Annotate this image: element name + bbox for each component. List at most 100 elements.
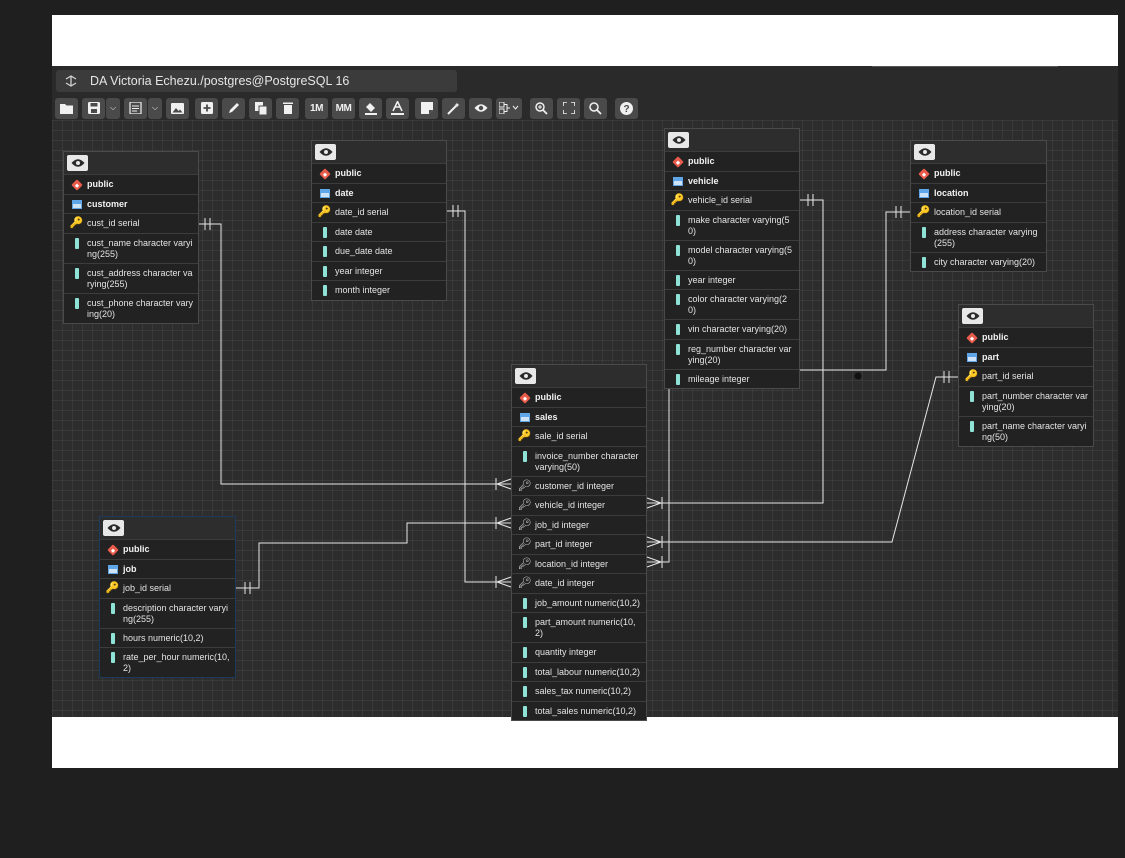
column-year: year integer xyxy=(688,274,736,285)
zoom-in-icon xyxy=(535,101,548,115)
show-details-button[interactable] xyxy=(469,97,492,119)
one-to-many-button[interactable]: 1M xyxy=(305,97,328,119)
column-make: make character varying(50) xyxy=(688,214,790,236)
text-color-button[interactable] xyxy=(386,97,409,119)
eye-icon[interactable] xyxy=(914,144,935,160)
foreign-key-icon: 🔑︎ xyxy=(517,518,532,531)
foreign-key-icon: 🔑︎ xyxy=(517,479,532,492)
generate-sql-button[interactable] xyxy=(124,97,147,119)
text-color-icon xyxy=(391,101,404,115)
relationship-customer-sales[interactable] xyxy=(199,218,512,490)
svg-text:?: ? xyxy=(623,104,629,115)
column-description: description character varying(255) xyxy=(123,602,229,624)
magic-wand-icon xyxy=(447,102,460,115)
add-table-button[interactable] xyxy=(195,97,218,119)
download-image-button[interactable] xyxy=(166,97,189,119)
eye-icon xyxy=(474,103,488,113)
column-address: address character varying(255) xyxy=(934,226,1038,248)
eye-icon[interactable] xyxy=(67,155,88,171)
column-icon xyxy=(318,285,331,296)
entity-location[interactable]: public location 🔑location_id serial addr… xyxy=(910,140,1047,272)
note-icon xyxy=(420,102,433,114)
eye-icon[interactable] xyxy=(515,368,536,384)
key-icon: 🔑 xyxy=(916,206,931,218)
add-note-button[interactable] xyxy=(415,97,438,119)
column-part-id: part_id integer xyxy=(535,539,593,549)
column-total-labour: total_labour numeric(10,2) xyxy=(535,666,641,677)
relationship-date-sales[interactable] xyxy=(447,205,512,588)
column-icon xyxy=(70,267,83,279)
notation-icon xyxy=(499,102,519,114)
auto-align-button[interactable] xyxy=(442,97,465,119)
drop-table-button[interactable] xyxy=(276,97,299,119)
column-job-id: job_id serial xyxy=(123,583,172,593)
many-to-many-label: MM xyxy=(335,102,352,114)
open-file-button[interactable] xyxy=(55,97,78,119)
column-job-amount: job_amount numeric(10,2) xyxy=(535,597,641,608)
column-icon xyxy=(917,256,930,268)
save-button[interactable] xyxy=(82,97,105,119)
schema-name: public xyxy=(335,168,362,178)
eye-icon[interactable] xyxy=(668,132,689,148)
table-icon xyxy=(70,199,83,210)
column-icon xyxy=(518,647,531,658)
entity-date[interactable]: public date 🔑date_id serial date date du… xyxy=(311,140,447,301)
table-icon xyxy=(917,188,930,199)
table-name: job xyxy=(123,563,137,574)
save-options-dropdown[interactable]: ⌵ xyxy=(106,97,120,119)
fill-color-button[interactable] xyxy=(359,97,382,119)
column-icon xyxy=(671,244,684,256)
column-due-date: due_date date xyxy=(335,246,393,256)
schema-icon xyxy=(70,178,83,191)
column-cust-name: cust_name character varying(255) xyxy=(87,237,193,259)
column-city: city character varying(20) xyxy=(934,256,1036,267)
foreign-key-icon: 🔑︎ xyxy=(517,499,532,511)
column-customer-id: customer_id integer xyxy=(535,480,615,491)
zoom-in-button[interactable] xyxy=(530,97,553,119)
table-name: customer xyxy=(87,198,128,209)
export-options-dropdown[interactable]: ⌵ xyxy=(148,97,162,119)
schema-icon xyxy=(965,331,978,344)
column-date-id: date_id serial xyxy=(335,207,389,217)
column-icon xyxy=(106,632,119,644)
column-model: model character varying(50) xyxy=(688,244,793,266)
schema-name: public xyxy=(934,168,961,178)
clone-table-button[interactable] xyxy=(249,97,272,119)
eye-icon[interactable] xyxy=(315,144,336,160)
table-icon xyxy=(106,564,119,575)
foreign-key-icon: 🔑︎ xyxy=(517,577,532,589)
relationship-vehicle-sales[interactable] xyxy=(646,194,824,509)
entity-customer[interactable]: public customer 🔑cust_id serial cust_nam… xyxy=(63,151,199,324)
foreign-key-icon: 🔑︎ xyxy=(517,538,532,550)
schema-name: public xyxy=(123,544,150,554)
help-button[interactable]: ? xyxy=(615,97,638,119)
eye-icon[interactable] xyxy=(103,520,124,536)
table-name: date xyxy=(335,187,354,198)
cardinality-notation-button[interactable] xyxy=(496,97,522,119)
table-name: part xyxy=(982,351,1000,362)
edit-table-button[interactable] xyxy=(222,97,245,119)
zoom-out-button[interactable] xyxy=(584,97,607,119)
relationship-job-sales[interactable] xyxy=(235,517,512,594)
entity-sales[interactable]: public sales 🔑sale_id serial invoice_num… xyxy=(511,364,647,721)
entity-part[interactable]: public part 🔑part_id serial part_number … xyxy=(958,304,1094,447)
zoom-to-fit-button[interactable] xyxy=(557,97,580,119)
column-part-number: part_number character varying(20) xyxy=(982,390,1089,412)
column-icon xyxy=(518,450,531,462)
eye-icon[interactable] xyxy=(962,308,983,324)
many-to-many-button[interactable]: MM xyxy=(332,97,355,119)
chevron-down-icon: ⌵ xyxy=(109,103,117,112)
image-icon xyxy=(171,102,184,114)
table-name: vehicle xyxy=(688,175,719,186)
column-reg-number: reg_number character varying(20) xyxy=(688,343,792,365)
entity-vehicle[interactable]: public vehicle 🔑vehicle_id serial make c… xyxy=(664,128,800,389)
erd-icon xyxy=(56,70,86,92)
table-icon xyxy=(318,188,331,199)
entity-job[interactable]: public job 🔑job_id serial description ch… xyxy=(99,516,236,678)
column-invoice-number: invoice_number character varying(50) xyxy=(535,450,639,472)
tab-erd[interactable]: DA Victoria Echezu./postgres@PostgreSQL … xyxy=(56,70,457,92)
column-hours: hours numeric(10,2) xyxy=(123,632,204,643)
trash-icon xyxy=(282,102,293,114)
column-mileage: mileage integer xyxy=(688,373,750,384)
relationship-part-sales[interactable] xyxy=(646,371,958,548)
